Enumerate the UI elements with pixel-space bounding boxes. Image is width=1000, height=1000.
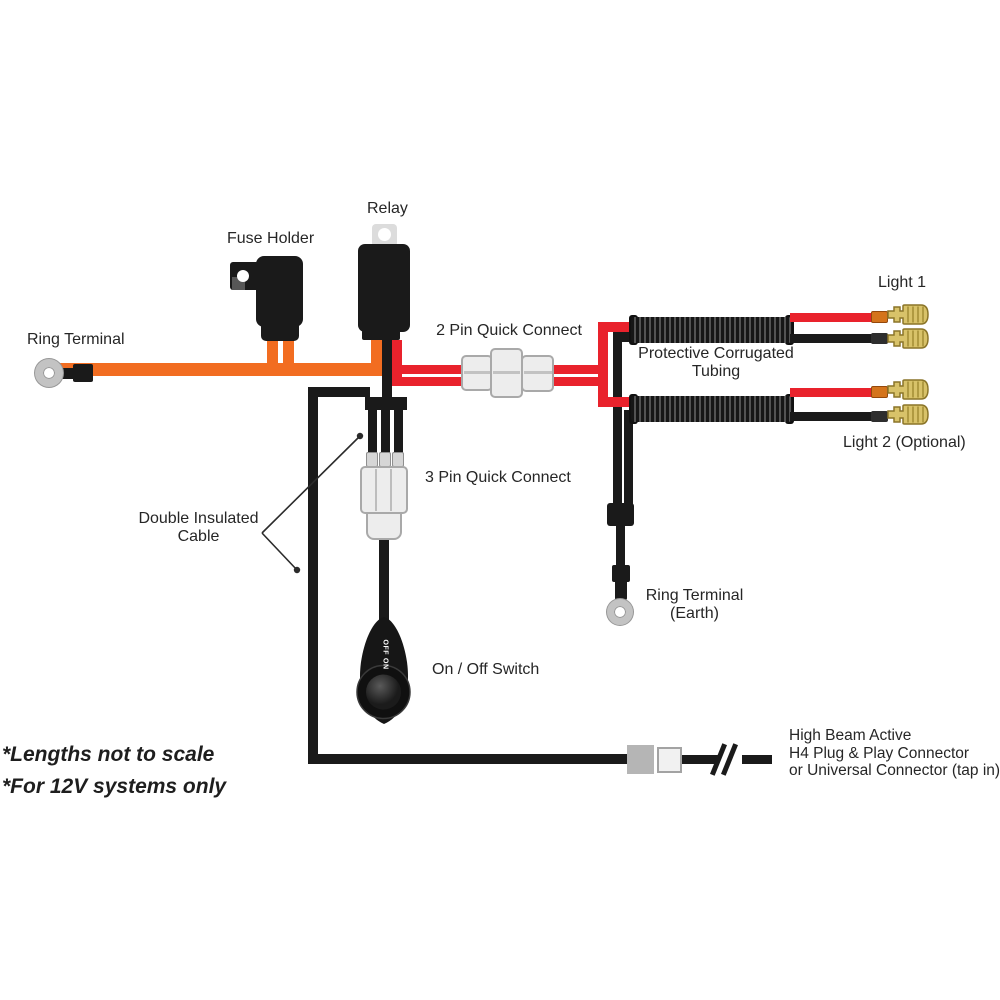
three-pin-crimp-3: [392, 452, 404, 467]
orange-power-wire: [58, 363, 384, 376]
ring-terminal-neck: [62, 368, 74, 379]
light1-label: Light 1: [878, 274, 927, 291]
high-beam-line1: High Beam Active: [789, 727, 912, 744]
spade-terminal-light2-negative: [887, 404, 929, 425]
fuse-holder-lead-left: [267, 338, 278, 368]
high-beam-line3: or Universal Connector (tap in): [789, 762, 1000, 779]
three-pin-lead-1: [368, 408, 377, 454]
light2-label: Light 2 (Optional): [843, 434, 966, 451]
on-off-switch-label: On / Off Switch: [432, 661, 540, 678]
light1-ground-vertical: [613, 332, 622, 508]
switch-position-labels: OFF ON: [381, 638, 390, 672]
relay-tab-hole: [378, 228, 391, 241]
h4-connector-block-light: [657, 747, 682, 773]
fuse-holder-tab-hole: [237, 270, 249, 282]
relay-orange-lead: [371, 340, 382, 376]
corrugated-tube-light2: [631, 396, 792, 422]
three-pin-connector-seam-1: [375, 469, 377, 511]
h4-connector-block-dark: [627, 745, 654, 774]
fuse-holder-body: [256, 256, 303, 327]
h4-wire-end: [742, 755, 772, 764]
on-off-switch: [356, 617, 411, 724]
earth-label-line1: Ring Terminal: [645, 587, 744, 604]
light2-positive-lead: [790, 388, 876, 397]
switch-button: [366, 674, 401, 710]
trigger-wire-vertical: [308, 387, 318, 764]
ring-terminal-barrel: [73, 364, 93, 382]
red-branch-light1: [598, 322, 638, 332]
double-insulated-label: Double Insulated Cable: [126, 510, 271, 545]
earth-wire: [616, 524, 625, 569]
ring-terminal-earth-label: Ring Terminal (Earth): [628, 587, 761, 622]
fuse-holder-cap: [261, 320, 299, 341]
three-pin-connector-body: [360, 466, 408, 514]
light1-ground-horizontal: [613, 332, 638, 342]
fuse-holder-label: Fuse Holder: [227, 230, 315, 247]
relay-cap: [362, 330, 400, 340]
ground-splice-sleeve: [607, 503, 634, 526]
relay-black-stub: [382, 338, 392, 400]
ring-terminal-battery: [35, 359, 63, 387]
double-insulated-line1: Double Insulated: [138, 510, 259, 527]
note-lengths: *Lengths not to scale: [2, 743, 215, 766]
three-pin-connector-lower: [366, 512, 402, 540]
high-beam-line2: H4 Plug & Play Connector: [789, 744, 970, 762]
tubing-line1: Protective Corrugated: [638, 345, 794, 362]
corrugated-tube-light1: [631, 317, 792, 343]
two-pin-connector-seam-right: [524, 371, 552, 374]
light2-negative-crimp: [871, 411, 888, 422]
light2-negative-lead: [790, 412, 876, 421]
three-pin-connector-seam-2: [390, 469, 392, 511]
two-pin-label: 2 Pin Quick Connect: [436, 322, 582, 339]
red-branch-light2: [598, 397, 638, 407]
note-12v: *For 12V systems only: [2, 775, 227, 798]
fuse-holder-lead-right: [283, 338, 294, 368]
three-pin-label: 3 Pin Quick Connect: [425, 469, 571, 486]
protective-tubing-label: Protective Corrugated Tubing: [638, 345, 794, 380]
switch-off-label: OFF: [381, 639, 389, 656]
three-pin-crimp-2: [379, 452, 391, 467]
relay-trigger-wire-horizontal: [308, 387, 370, 397]
light2-ground-vertical: [624, 410, 633, 508]
spade-terminal-light1-negative: [887, 328, 929, 349]
ring-terminal-earth: [607, 599, 633, 625]
three-pin-lead-3: [394, 408, 403, 454]
light1-positive-lead: [790, 313, 876, 322]
earth-label-line2: (Earth): [670, 604, 719, 622]
three-pin-lead-2: [381, 408, 390, 454]
high-beam-label: High Beam Active H4 Plug & Play Connecto…: [789, 727, 1000, 780]
three-pin-junction-block: [365, 397, 407, 410]
double-insulated-line2: Cable: [177, 527, 220, 545]
spade-terminal-light2-positive: [887, 379, 929, 400]
earth-ferrule-lower: [615, 580, 627, 600]
trigger-wire-bottom: [308, 754, 628, 764]
three-pin-crimp-1: [366, 452, 378, 467]
earth-ferrule-upper: [612, 565, 630, 582]
relay-red-lead: [392, 340, 402, 380]
red-junction-vertical: [598, 322, 608, 407]
tubing-line2: Tubing: [691, 362, 741, 380]
relay-label: Relay: [367, 200, 408, 217]
two-pin-connector-seam-left: [464, 371, 491, 374]
light1-negative-lead: [790, 334, 876, 343]
h4-wire-mid: [682, 755, 718, 764]
ring-terminal-label: Ring Terminal: [27, 331, 125, 348]
relay-body: [358, 244, 410, 332]
switch-on-label: ON: [381, 658, 389, 670]
spade-terminal-light1-positive: [887, 304, 929, 325]
two-pin-connector-seam-center: [493, 371, 520, 374]
light1-negative-crimp: [871, 333, 888, 344]
switch-wire: [379, 537, 389, 622]
